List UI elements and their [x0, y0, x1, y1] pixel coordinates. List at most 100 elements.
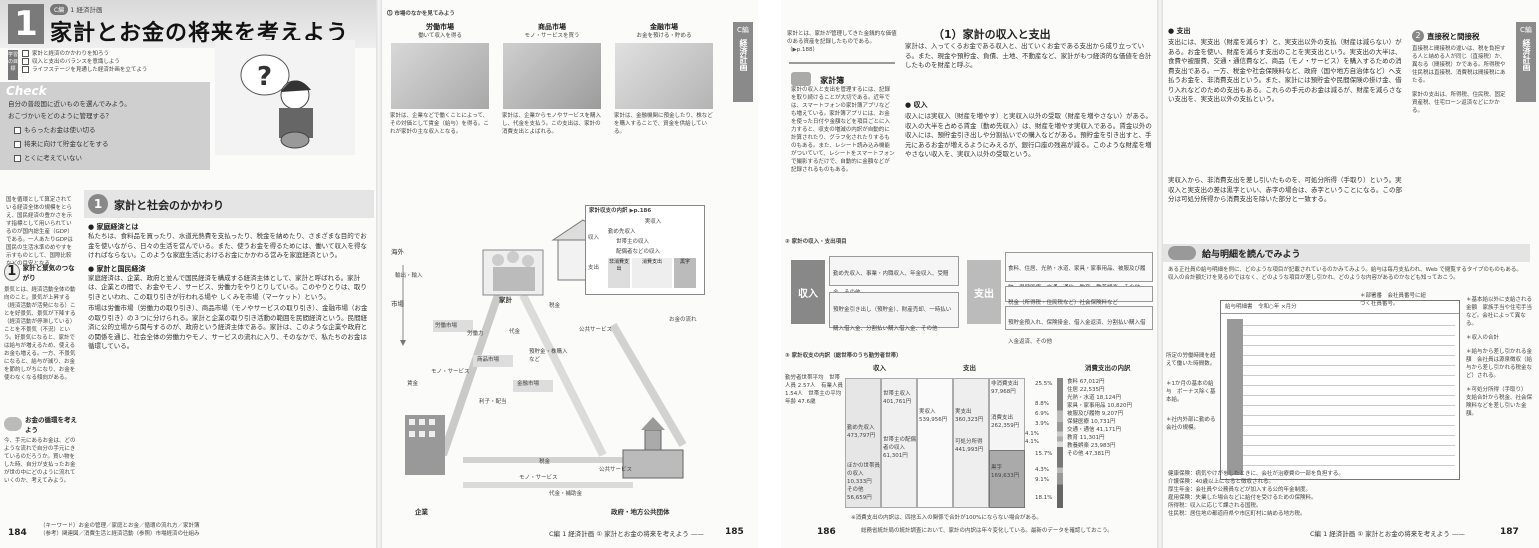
- thinking-person-illustration: ?: [215, 40, 355, 155]
- fig2-out-3: 預貯金預入れ、保険掛金、借入金返済、分割払い購入借入金返済、その他: [1008, 320, 1146, 345]
- goal-item: 家計と経済のかかわりを知ろう: [32, 51, 110, 57]
- fig3-note: ※消費支出の内訳は、四捨五入の関係で合計が100%にならない場合がある。: [851, 515, 1042, 521]
- page-number: 184: [8, 528, 27, 538]
- diagram-risoku: 利子・配当: [479, 399, 507, 405]
- diagram-kaigai: 海外: [391, 248, 404, 256]
- page-number: 186: [817, 527, 836, 537]
- sheet-header: 給与明細を読んでみよう: [1160, 244, 1530, 262]
- callout-top: ＊部署番 会社員番号に紐づく社員番号。: [1360, 293, 1427, 307]
- tax-body: 直接税と間接税の違いは、税を負担する人と納める人が同じ（直接税）か、異なる（間接…: [1412, 46, 1506, 84]
- fig3-kuroji-bar: [989, 450, 1025, 508]
- diagram-shohin: 商品市場: [477, 357, 500, 363]
- heading-kakei: ● 家庭経済とは: [88, 223, 139, 231]
- check-option[interactable]: 将来に向けて貯金などをする: [14, 140, 109, 150]
- goal-item: ライフステージを見通した経済計画を立てよう: [32, 67, 148, 73]
- diagram-daikin: 代金: [509, 329, 521, 335]
- fig3: 収入 支出 消費支出の内訳 勤労者世帯平均 世帯人員 2.57人 有業人員 1.…: [785, 364, 1157, 514]
- fig1-title: ⓵ 市場のなかを見てみよう: [387, 11, 455, 17]
- keiki-badge: 1: [4, 263, 20, 281]
- salary-slip: 給与明細書 令和○年 ×月分: [1220, 300, 1460, 480]
- page-186: 家計とは、家計が管理してきた金銭的な価値のある資産を記録したものである。（▶p.…: [781, 0, 1160, 548]
- diagram-export: 輸出・輸入: [395, 273, 423, 279]
- svg-text:?: ?: [257, 62, 272, 92]
- diagram-shijo: 市場: [391, 300, 404, 308]
- check-option[interactable]: とくに考えていない: [14, 154, 82, 164]
- side-tab[interactable]: C編 経済計画: [733, 22, 753, 102]
- labor-photo: [391, 43, 489, 109]
- fig2-in-2: 預貯金引き出し（預貯金）、財産売却、一時払い購入借入金、分割払い購入借入金、その…: [833, 307, 952, 332]
- section-header: 1 家計と社会のかかわり: [84, 190, 374, 218]
- keiki-column: 1 家計と景気のつながり 景気とは、経済活動全体の動向のこと。景気が上昇する（経…: [4, 262, 78, 402]
- sidenote-gdp: 国を循環として算定されている経済全体の規模をとらえ、国民経済の豊かさを示す指標と…: [6, 197, 73, 267]
- diagram-daikin2: 代金・補助金: [549, 491, 583, 497]
- fig2-in-label: 収入: [791, 260, 825, 324]
- goals-label: 学習の目標: [8, 50, 18, 80]
- fig3-setai: 勤労者世帯平均 世帯人員 2.57人 有業人員 1.54人 世帯主の平均年齢 4…: [785, 375, 843, 405]
- heading-shishutsu: ● 支出: [1168, 27, 1191, 35]
- diagram-kigyo: 企業: [415, 508, 428, 516]
- fig3-col-income: [845, 378, 881, 508]
- callouts-left: 所定の労働時間を超えて働いた時間数。 ＊1か月の基本の給与 ボーナス除く基本給。…: [1166, 353, 1216, 431]
- option-checkbox[interactable]: [14, 126, 21, 134]
- page-184: 1 C編 1 経済計画 家計とお金の将来を考えよう 学習の目標 家計と経済のかか…: [0, 0, 379, 548]
- finance-photo: [615, 43, 713, 109]
- fig3-cons-bar: [1057, 378, 1063, 508]
- diagram-okane: お金の流れ: [669, 317, 697, 323]
- fig2: 収入 勤め先収入、事業・内職収入、年金収入、受贈金、その他 預貯金引き出し（預貯…: [787, 250, 1157, 345]
- kakei-inset-shishutsu: 支出: [588, 265, 600, 271]
- goal-checkbox: [22, 58, 29, 65]
- diagram-chingin: 賃金: [407, 381, 419, 387]
- kakeibo-body: 家計の収入と支出を管理するには、記録を取り続けることが大切である。近年では、スマ…: [791, 87, 895, 173]
- diagram-yokin: 預貯金・株購入など: [529, 349, 568, 363]
- body-2: 家庭経済は、企業、政府と並んで国民経済を構成する経済主体として、家計と呼ばれる。…: [88, 273, 367, 301]
- fig3-head-in: 収入: [873, 364, 886, 372]
- check-panel: Check 自分の普段国に近いものを選んでみよう。 おこづかいをどのように管理す…: [0, 82, 210, 170]
- fig2-title: ② 家計の収入・支出項目: [785, 239, 847, 245]
- page-number: 185: [725, 527, 744, 537]
- sheet-body: ある正社員の給与明細を例に、どのような項目が記載されているのかみてみよう。給与は…: [1168, 267, 1522, 281]
- tax-box: 2 直接税と間接税 直接税と間接税の違いは、税を負担する人と納める人が同じ（直接…: [1412, 30, 1508, 115]
- economic-flow-diagram: [400, 219, 687, 488]
- goal-item: 収入と支出のバランスを意識しよう: [32, 59, 120, 65]
- junkan-body: 今、手元にあるお金は、どのような流れで自分の手元にきているのだろうか。買い物をし…: [4, 438, 76, 484]
- goals-list: 家計と経済のかかわりを知ろう 収入と支出のバランスを意識しよう ライフステージを…: [22, 50, 197, 74]
- goal-checkbox: [22, 50, 29, 57]
- heading-kokumin: ● 家計と国民経済: [88, 264, 146, 273]
- fig3-head-cons: 消費支出の内訳: [1085, 364, 1131, 372]
- junkan-icon: [4, 417, 22, 431]
- fig3-col-income2: [881, 378, 917, 508]
- kakei-inset-shunyu: 収入: [588, 235, 600, 241]
- fig3-col-jitsu: [917, 378, 953, 508]
- footer-title: C編 1 経済計画 ① 家計とお金の将来を考えよう ——: [549, 530, 704, 538]
- diagram-seifu: 政府・地方公共団体: [611, 508, 670, 516]
- diagram-mono2: モノ・サービス: [519, 475, 558, 481]
- chapter-pill: C編: [50, 4, 69, 15]
- check-option[interactable]: もらったお金は使い切る: [14, 126, 96, 136]
- footer-keywords: （キーワード）お金の管理／家庭とお金／循環の流れ方／家計簿 （参考）関連図／消費…: [40, 523, 200, 537]
- diagram-kokyo: 公共サービス: [579, 327, 613, 333]
- market-panel-finance: 金融市場 お金を預ける・貯める 家計は、金融機関に預金したり、株などを購入するこ…: [614, 23, 713, 135]
- callouts-right: ＊基本給以外に支給される金額 家族手当や住宅手当など。会社によって異なる。 ＊収…: [1466, 297, 1533, 417]
- section-number: 1: [88, 194, 108, 214]
- market-panels: 労働市場 働いて収入を得る 家計は、企業などで働くことによって、その対価として賃…: [387, 22, 717, 162]
- market-panel-goods: 商品市場 モノ・サービスを買う 家計は、企業からモノやサービスを購入し、代金を支…: [502, 23, 602, 135]
- keiki-body: 景気とは、経済活動全体の動向のこと。景気が上昇する（経済活動が活発になる）ことを…: [4, 287, 76, 381]
- goal-checkbox: [22, 66, 29, 73]
- fig3-title: ③ 家計収支の内訳（総世帯のうち勤労者世帯）: [785, 353, 902, 359]
- kakeibo-icon: [791, 71, 811, 86]
- fig3-col-out: [953, 378, 989, 508]
- body-2: 実収入から、非消費支出を差し引いたものを、可処分所得（手取り）という。実収入と実…: [1168, 176, 1402, 203]
- option-checkbox[interactable]: [14, 140, 21, 148]
- check-question-1: 自分の普段国に近いものを選んでみよう。: [8, 100, 131, 108]
- kakeibo-header: 家計簿: [791, 68, 844, 87]
- diagram-kokyo2: 公共サービス: [599, 467, 633, 473]
- keiki-title: 家計と景気のつながり: [22, 264, 75, 282]
- kakei-inset-title: 家計収支の内訳 ▶p.186: [589, 208, 652, 214]
- diagram-zeikin: 税金: [549, 303, 561, 309]
- chapter-label: C編 1 経済計画: [50, 4, 102, 15]
- sheet-icon: [1168, 246, 1196, 260]
- side-tab[interactable]: C編 経済計画: [1516, 22, 1536, 102]
- slip-title: 給与明細書: [1225, 304, 1253, 310]
- option-checkbox[interactable]: [14, 154, 21, 162]
- fig3-head-out: 支出: [963, 364, 976, 372]
